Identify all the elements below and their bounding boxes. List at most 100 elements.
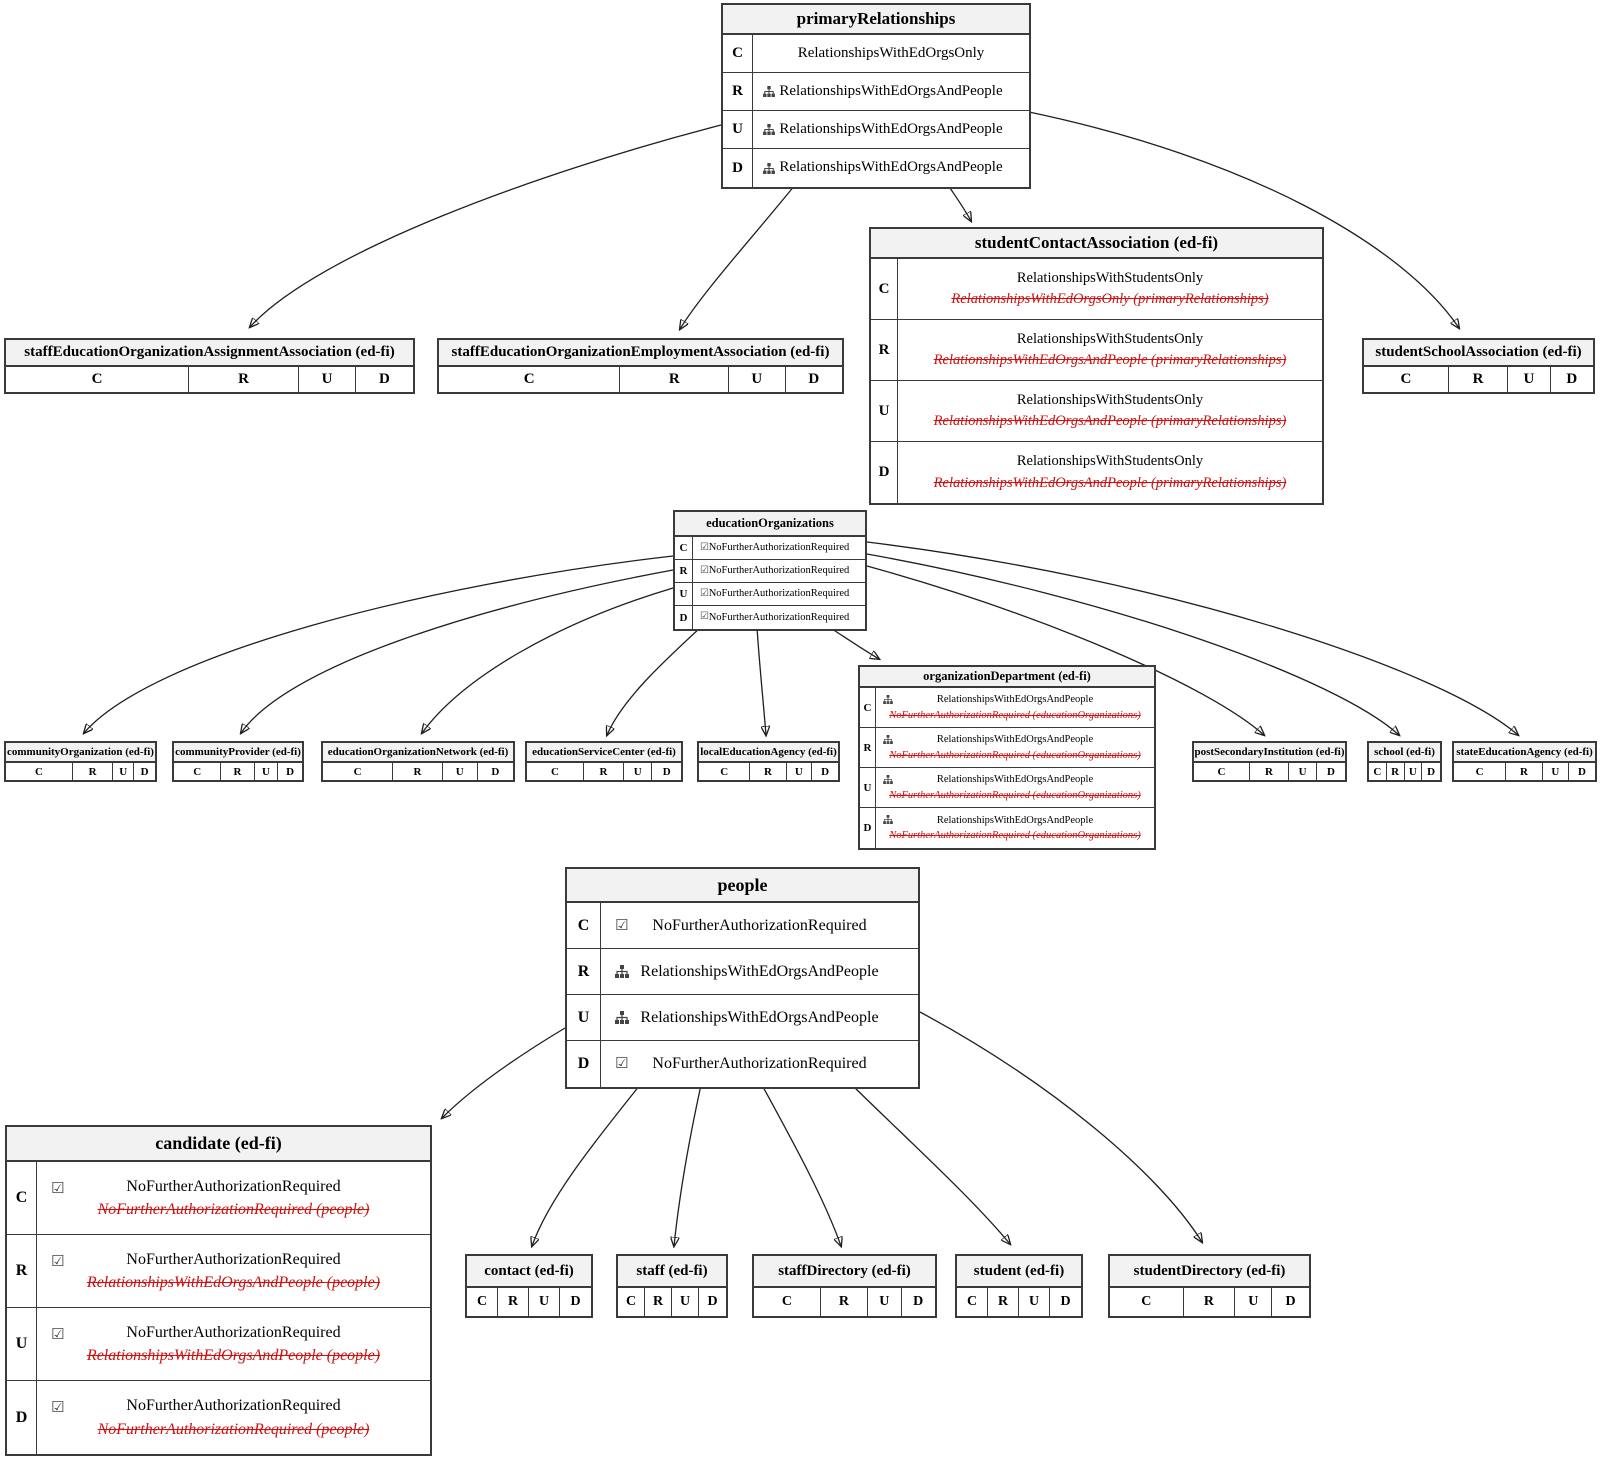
node-title: staffEducationOrganizationAssignmentAsso… bbox=[6, 340, 413, 367]
node-title: contact (ed-fi) bbox=[467, 1256, 591, 1288]
node-student-school-association: studentSchoolAssociation (ed-fi) C R U D bbox=[1362, 338, 1595, 394]
op-letter: D bbox=[567, 1041, 601, 1087]
node-title: studentDirectory (ed-fi) bbox=[1110, 1256, 1309, 1288]
row-delete: D ☑ NoFurtherAuthorizationRequired bbox=[675, 606, 865, 629]
crud-cells: C R U D bbox=[527, 763, 681, 780]
strategy-label: RelationshipsWithStudentsOnly bbox=[1016, 269, 1204, 286]
op-cell-u: U bbox=[672, 1288, 699, 1316]
strategy-cell: RelationshipsWithEdOrgsAndPeople NoFurth… bbox=[876, 808, 1154, 848]
op-cell-d: D bbox=[821, 765, 830, 778]
node-student-directory: studentDirectory (ed-fi) C R U D bbox=[1108, 1254, 1311, 1318]
op-cell-c: C bbox=[1110, 1288, 1184, 1316]
op-cell-d: D bbox=[1577, 765, 1586, 778]
op-cell-c: C bbox=[1364, 367, 1449, 392]
op-cell-u: U bbox=[787, 763, 813, 780]
crud-cells: C R U D bbox=[1194, 763, 1345, 780]
strategy-label: NoFurtherAuthorizationRequired bbox=[126, 1323, 341, 1341]
strategy-label: RelationshipsWithEdOrgsAndPeople bbox=[936, 774, 1094, 786]
edge-edorgs-to-commprov bbox=[241, 569, 674, 733]
sitemap-icon bbox=[615, 949, 629, 994]
op-letter: C bbox=[567, 903, 601, 948]
op-cell-u: U bbox=[1289, 763, 1318, 780]
node-local-education-agency: localEducationAgency (ed-fi) C R U D bbox=[697, 741, 840, 782]
checked-checkbox-icon: ☑ bbox=[700, 611, 709, 623]
crud-cells: C R U D bbox=[439, 367, 842, 392]
op-cell-u: U bbox=[529, 1288, 560, 1316]
crud-cells: C R U D bbox=[1454, 763, 1595, 780]
node-organization-department: organizationDepartment (ed-fi) C Relatio… bbox=[858, 665, 1156, 850]
op-letter: C bbox=[7, 1162, 37, 1234]
edge-edorgs-to-orgdept bbox=[828, 626, 879, 659]
edge-people-to-candidate bbox=[442, 1027, 566, 1118]
sitemap-icon bbox=[763, 111, 775, 148]
crud-cells: C R U D bbox=[1110, 1288, 1309, 1316]
node-title: postSecondaryInstitution (ed-fi) bbox=[1194, 743, 1345, 763]
node-student-contact-association: studentContactAssociation (ed-fi) C Rela… bbox=[869, 227, 1324, 505]
op-letter: U bbox=[675, 583, 693, 605]
crud-cells: C R U D bbox=[1364, 367, 1593, 392]
strategy-label: NoFurtherAuthorizationRequired bbox=[708, 542, 850, 554]
crud-cells: C R U D bbox=[6, 763, 155, 780]
strategy-cell: ☑ NoFurtherAuthorizationRequired bbox=[693, 606, 865, 629]
strategy-cell: ☑ NoFurtherAuthorizationRequired bbox=[693, 583, 865, 605]
strategy-label: NoFurtherAuthorizationRequired bbox=[708, 611, 850, 623]
row-update: U RelationshipsWithEdOrgsAndPeople NoFur… bbox=[860, 768, 1154, 808]
node-community-provider: communityProvider (ed-fi) C R U D bbox=[172, 741, 304, 782]
strategy-cell: RelationshipsWithStudentsOnly Relationsh… bbox=[898, 320, 1322, 380]
op-cell-d: D bbox=[379, 371, 390, 387]
op-cell-r: R bbox=[645, 1288, 672, 1316]
strategy-label: NoFurtherAuthorizationRequired bbox=[652, 916, 867, 934]
op-cell-c: C bbox=[699, 763, 751, 780]
op-cell-d: D bbox=[707, 1294, 718, 1309]
op-letter: C bbox=[860, 688, 876, 727]
node-primary-relationships: primaryRelationships C RelationshipsWith… bbox=[721, 3, 1031, 189]
strategy-label: RelationshipsWithEdOrgsAndPeople bbox=[779, 120, 1003, 137]
crud-rows: C RelationshipsWithEdOrgsAndPeople NoFur… bbox=[860, 688, 1154, 848]
strategy-label: RelationshipsWithEdOrgsAndPeople bbox=[779, 159, 1003, 176]
op-cell-r: R bbox=[821, 1288, 869, 1316]
overridden-strategy-label: RelationshipsWithEdOrgsAndPeople (primar… bbox=[933, 352, 1287, 368]
strategy-label: RelationshipsWithStudentsOnly bbox=[1016, 330, 1204, 347]
row-read: R ☑ NoFurtherAuthorizationRequired bbox=[675, 560, 865, 583]
node-title: educationOrganizations bbox=[675, 512, 865, 537]
strategy-cell: ☑ NoFurtherAuthorizationRequired bbox=[693, 560, 865, 582]
strategy-label: RelationshipsWithEdOrgsAndPeople bbox=[640, 1008, 879, 1026]
op-cell-d: D bbox=[913, 1294, 924, 1309]
op-cell-r: R bbox=[988, 1288, 1019, 1316]
strategy-label: NoFurtherAuthorizationRequired bbox=[126, 1250, 341, 1268]
checked-checkbox-icon: ☑ bbox=[51, 1325, 65, 1343]
edge-people-to-staff bbox=[674, 1084, 702, 1246]
node-title: educationOrganizationNetwork (ed-fi) bbox=[323, 743, 513, 763]
strategy-label: NoFurtherAuthorizationRequired bbox=[708, 588, 850, 600]
op-cell-d: D bbox=[1285, 1294, 1296, 1309]
node-title: communityOrganization (ed-fi) bbox=[6, 743, 155, 763]
strategy-label: RelationshipsWithStudentsOnly bbox=[1016, 391, 1204, 408]
op-cell-r: R bbox=[1250, 763, 1290, 780]
row-create: C RelationshipsWithEdOrgsOnly bbox=[723, 35, 1029, 73]
op-cell-c: C bbox=[439, 367, 621, 392]
node-title: school (ed-fi) bbox=[1369, 743, 1440, 763]
strategy-cell: RelationshipsWithStudentsOnly Relationsh… bbox=[898, 259, 1322, 319]
op-letter: C bbox=[723, 35, 753, 72]
strategy-cell: ☑ NoFurtherAuthorizationRequired bbox=[601, 903, 918, 948]
row-read: R ☑ NoFurtherAuthorizationRequired Relat… bbox=[7, 1235, 430, 1308]
op-cell-c: C bbox=[6, 367, 190, 392]
crud-cells: C R U D bbox=[754, 1288, 935, 1316]
row-delete: D RelationshipsWithStudentsOnly Relation… bbox=[871, 442, 1322, 503]
op-cell-r: R bbox=[1506, 763, 1543, 780]
op-letter: C bbox=[675, 537, 693, 559]
overridden-strategy-label: RelationshipsWithEdOrgsOnly (primaryRela… bbox=[951, 291, 1269, 307]
edge-edorgs-to-lea bbox=[756, 626, 766, 735]
node-post-secondary-institution: postSecondaryInstitution (ed-fi) C R U D bbox=[1192, 741, 1347, 782]
op-cell-u: U bbox=[443, 763, 478, 780]
op-cell-d: D bbox=[1327, 765, 1335, 778]
op-cell-c: C bbox=[1194, 763, 1250, 780]
node-student: student (ed-fi) C R U D bbox=[955, 1254, 1083, 1318]
op-cell-u: U bbox=[299, 367, 356, 392]
checked-checkbox-icon: ☑ bbox=[51, 1252, 65, 1270]
crud-rows: C RelationshipsWithEdOrgsOnly R Relation… bbox=[723, 35, 1029, 187]
edge-edorgs-to-edsvc bbox=[607, 626, 702, 735]
edge-people-to-contact bbox=[532, 1084, 641, 1246]
row-delete: D RelationshipsWithEdOrgsAndPeople NoFur… bbox=[860, 808, 1154, 848]
node-staff-ed-org-assignment-association: staffEducationOrganizationAssignmentAsso… bbox=[4, 338, 415, 394]
